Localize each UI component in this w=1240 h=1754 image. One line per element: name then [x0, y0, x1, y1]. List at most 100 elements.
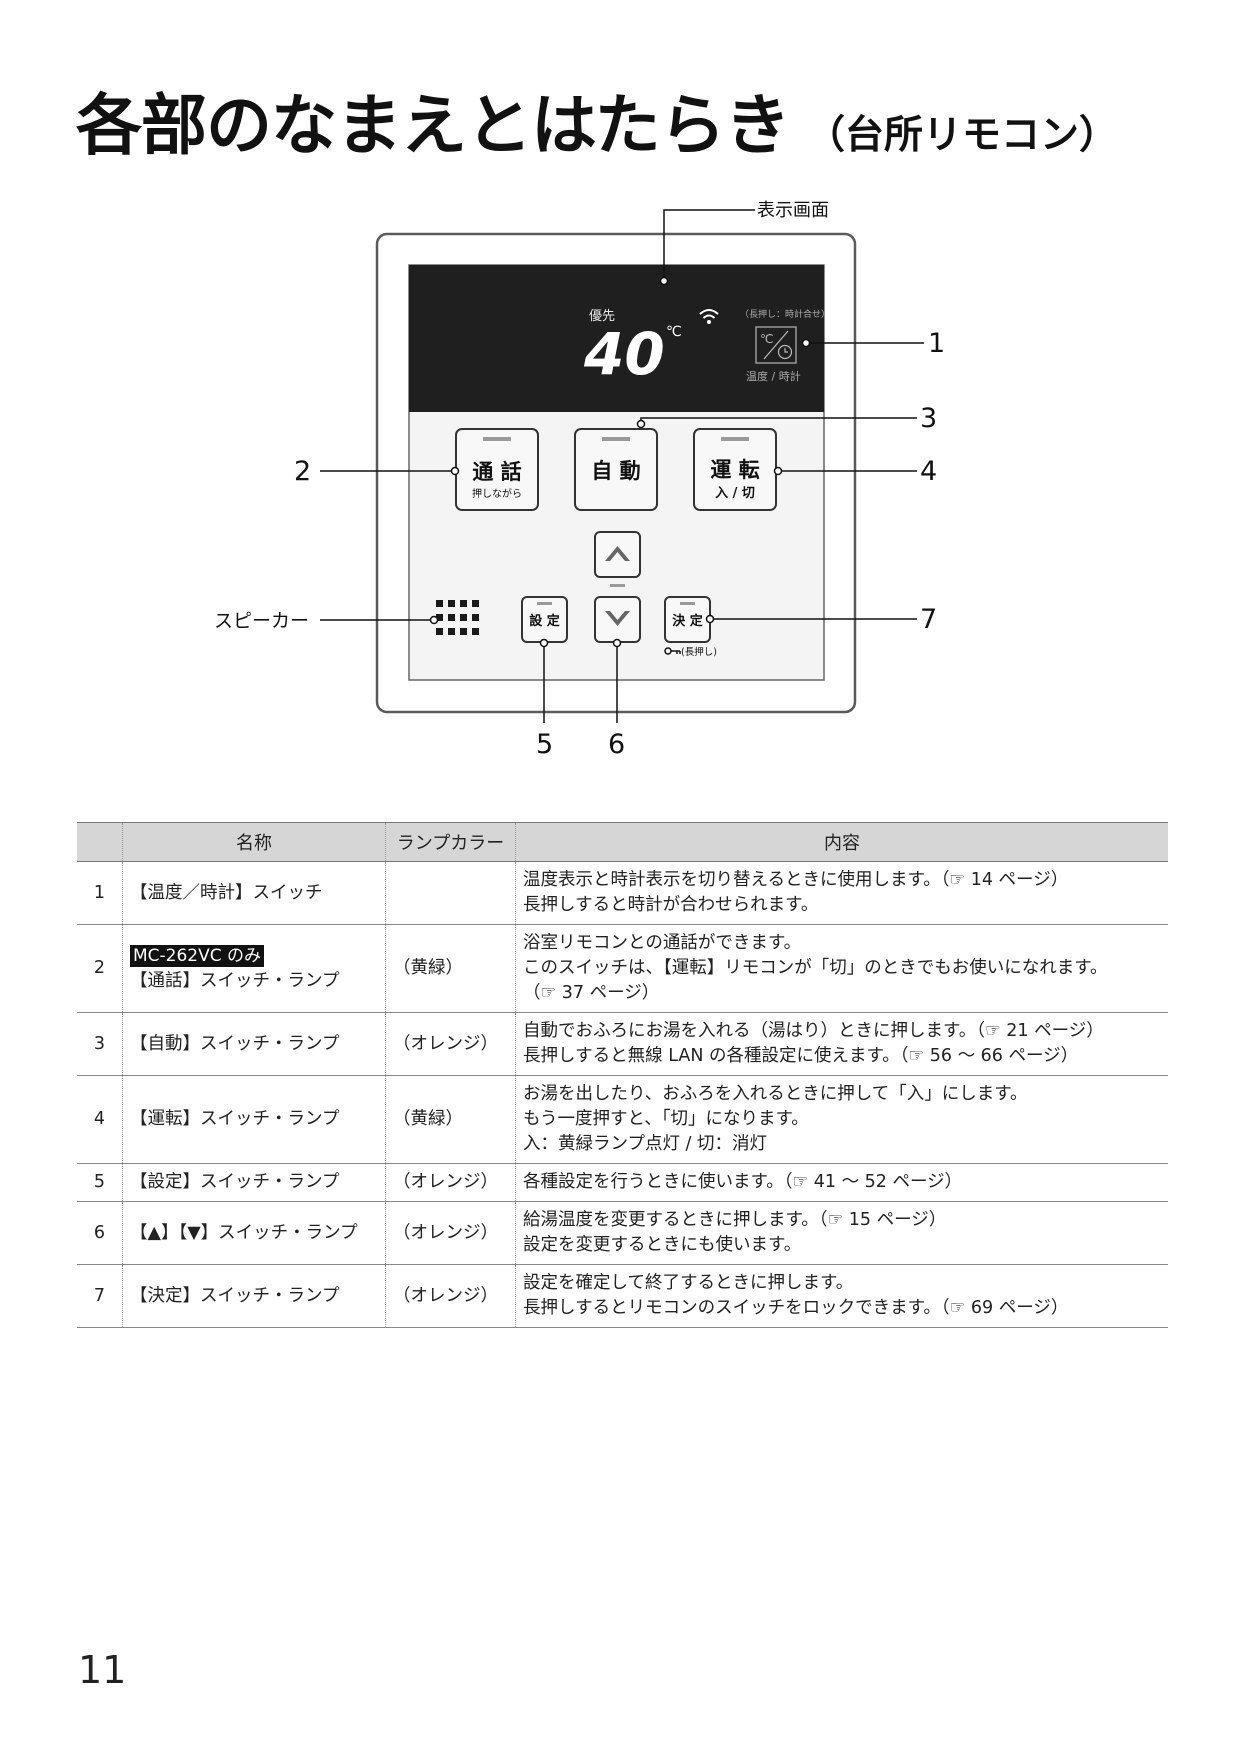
setting-lamp — [537, 602, 552, 605]
callout-6: 6 — [608, 729, 625, 760]
speaker-dot — [460, 628, 467, 635]
row-name-cell: MC-262VC のみ【通話】スイッチ・ランプ — [122, 924, 386, 1013]
row-name: 【▲】【▼】スイッチ・ランプ — [130, 1222, 358, 1243]
page-number: 11 — [78, 1648, 127, 1692]
speaker-dot — [460, 614, 467, 621]
power-button-label: 運 転 — [710, 458, 759, 482]
row-lamp-color: （オレンジ） — [385, 1201, 516, 1265]
callout-1: 1 — [928, 328, 945, 359]
row-number: 3 — [77, 1012, 123, 1076]
table-body: 1 【温度／時計】スイッチ 温度表示と時計表示を切り替えるときに使用します。（☞ 1… — [77, 861, 1168, 1328]
remote-diagram: 優先 40 ℃ （長押し：時計合せ） ℃ 温度 / 時計 通 話 押しながら 自… — [214, 200, 945, 760]
description-line: 入：黄緑ランプ点灯 / 切：消灯 — [523, 1134, 767, 1154]
row-name: 【設定】スイッチ・ランプ — [130, 1172, 340, 1192]
speaker-dot — [448, 600, 455, 607]
callout-dots — [429, 276, 811, 648]
row-number: 4 — [77, 1075, 123, 1164]
model-tag: MC-262VC のみ — [130, 944, 265, 967]
confirm-lamp — [680, 602, 695, 605]
row-name-cell: 【自動】スイッチ・ランプ — [122, 1012, 386, 1076]
speaker-dot — [460, 600, 467, 607]
row-number: 1 — [77, 861, 123, 925]
confirm-button-sublabel: (長押し) — [681, 646, 717, 658]
row-description: 温度表示と時計表示を切り替えるときに使用します。（☞ 14 ページ） 長押しすると… — [515, 861, 1168, 925]
temperature-readout: 40 — [583, 320, 665, 388]
row-lamp-color: （オレンジ） — [385, 1163, 516, 1202]
description-line: 自動でおふろにお湯を入れる（湯はり）ときに押します。（☞ 21 ページ） — [523, 1021, 1104, 1041]
talk-button-label: 通 話 — [472, 460, 521, 484]
row-name: 【温度／時計】スイッチ — [130, 882, 323, 903]
row-description: 設定を確定して終了するときに押します。長押しするとリモコンのスイッチをロックでき… — [515, 1264, 1168, 1328]
row-name: 【決定】スイッチ・ランプ — [130, 1285, 340, 1306]
row-name: 【運転】スイッチ・ランプ — [130, 1109, 340, 1129]
callout-4: 4 — [920, 456, 937, 487]
talk-lamp — [483, 437, 511, 441]
callout-3: 3 — [920, 403, 937, 434]
header-lamp-color: ランプカラー — [385, 822, 516, 862]
clock-icon — [777, 344, 793, 360]
table-row: 5 【設定】スイッチ・ランプ （オレンジ） 各種設定を行うときに使います。（☞ 41 … — [77, 1163, 1168, 1202]
power-lamp — [721, 437, 749, 441]
row-number: 2 — [77, 924, 123, 1013]
display-screen — [409, 265, 824, 412]
description-line: 給湯温度を変更するときに押します。（☞ 15 ページ） — [523, 1210, 947, 1230]
down-arrow-icon — [605, 611, 630, 626]
table-row: 1 【温度／時計】スイッチ 温度表示と時計表示を切り替えるときに使用します。（☞ 1… — [77, 861, 1168, 925]
callout-5: 5 — [536, 729, 553, 760]
power-button[interactable]: 運 転 入 / 切 — [693, 428, 777, 511]
row-name-cell: 【設定】スイッチ・ランプ — [122, 1163, 386, 1202]
table-row: 7【決定】スイッチ・ランプ（オレンジ）設定を確定して終了するときに押します。長押… — [77, 1264, 1168, 1328]
description-line: （☞ 37 ページ） — [523, 983, 660, 1003]
down-button[interactable] — [594, 596, 641, 643]
setting-button-label: 設 定 — [529, 613, 560, 629]
description-line: 長押しすると時計が合わせられます。 — [523, 895, 819, 915]
key-icon — [664, 647, 681, 655]
long-press-hint: （長押し：時計合せ） — [740, 308, 830, 320]
temp-clock-label: 温度 / 時計 — [746, 369, 801, 383]
row-name-cell: 【決定】スイッチ・ランプ — [122, 1264, 386, 1328]
description-line: 各種設定を行うときに使います。（☞ 41 ～ 52 ページ） — [523, 1172, 963, 1192]
row-lamp-color: （黄緑） — [385, 1075, 516, 1164]
up-button[interactable] — [594, 531, 641, 578]
power-button-sublabel: 入 / 切 — [715, 486, 755, 501]
setting-button[interactable]: 設 定 — [521, 596, 568, 643]
parts-table: 名称 ランプカラー 内容 1 【温度／時計】スイッチ 温度表示と時計表示を切り替える… — [77, 822, 1168, 1328]
display-screen-label: 表示画面 — [757, 200, 829, 221]
header-number — [77, 822, 123, 862]
up-arrow-icon — [605, 546, 630, 561]
description-line: もう一度押すと、「切」になります。 — [523, 1109, 809, 1129]
table-header-row: 名称 ランプカラー 内容 — [77, 822, 1168, 862]
description-line: 浴室リモコンとの通話ができます。 — [523, 933, 802, 953]
row-number: 5 — [77, 1163, 123, 1202]
table-row: 4 【運転】スイッチ・ランプ （黄緑） お湯を出したり、おふろを入れるときに押して「入… — [77, 1075, 1168, 1164]
priority-label: 優先 — [589, 309, 615, 324]
temp-clock-switch[interactable]: ℃ — [755, 326, 797, 364]
auto-button-label: 自 動 — [591, 459, 640, 483]
description-line: 長押しすると無線 LAN の各種設定に使えます。（☞ 56 ～ 66 ページ） — [523, 1046, 1079, 1066]
description-line: お湯を出したり、おふろを入れるときに押して「入」にします。 — [523, 1084, 1028, 1104]
speaker-dot — [436, 628, 443, 635]
page-subtitle: （台所リモコン） — [806, 113, 1119, 158]
header-name: 名称 — [122, 822, 386, 862]
speaker-grille — [436, 600, 479, 635]
temperature-unit: ℃ — [666, 324, 682, 340]
auto-button[interactable]: 自 動 — [574, 428, 658, 511]
row-name: 【自動】スイッチ・ランプ — [130, 1033, 340, 1054]
speaker-dot — [448, 628, 455, 635]
leader-lines — [320, 209, 924, 723]
talk-button[interactable]: 通 話 押しながら — [455, 428, 539, 511]
row-description: 浴室リモコンとの通話ができます。このスイッチは、【運転】リモコンが「切」のときで… — [515, 924, 1168, 1013]
description-line: このスイッチは、【運転】リモコンが「切」のときでもお使いになれます。 — [523, 958, 1108, 978]
row-lamp-color — [385, 861, 516, 925]
confirm-button[interactable]: 決 定 — [664, 596, 711, 643]
row-lamp-color: （オレンジ） — [385, 1264, 516, 1328]
description-line: 長押しするとリモコンのスイッチをロックできます。（☞ 69 ページ） — [523, 1298, 1069, 1318]
callout-2: 2 — [294, 456, 311, 487]
auto-lamp — [602, 437, 630, 441]
description-line: 温度表示と時計表示を切り替えるときに使用します。（☞ 14 ページ） — [523, 870, 1069, 890]
celsius-icon: ℃ — [760, 332, 773, 346]
talk-button-sublabel: 押しながら — [472, 487, 522, 500]
row-description: 自動でおふろにお湯を入れる（湯はり）ときに押します。（☞ 21 ページ） 長押しす… — [515, 1012, 1168, 1076]
description-line: 設定を変更するときにも使います。 — [523, 1235, 802, 1255]
